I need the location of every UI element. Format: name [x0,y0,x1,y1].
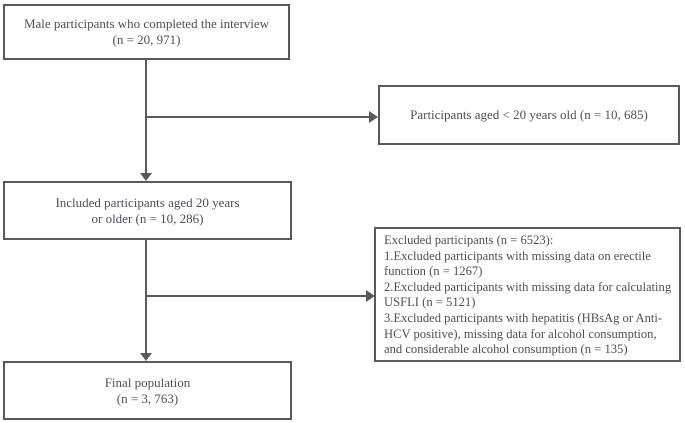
box-final-population-line2: (n = 3, 763) [116,390,179,406]
excluded-detail-line: function (n = 1267) [384,264,483,279]
box-included-population-line1: Included participants aged 20 years [55,194,240,210]
box-included-population-line2: or older (n = 10, 286) [91,210,204,226]
connector-branch-excluded-detail [146,295,367,297]
box-excluded-age: Participants aged < 20 years old (n = 10… [378,85,680,145]
excluded-detail-line: USFLI (n = 5121) [384,295,476,310]
arrowhead-right-icon [366,290,375,302]
box-initial-population: Male participants who completed the inte… [3,4,290,60]
excluded-detail-line: 1.Excluded participants with missing dat… [384,248,651,263]
box-final-population-line1: Final population [104,374,191,390]
arrowhead-down-icon [140,173,152,181]
excluded-detail-line: 2.Excluded participants with missing dat… [384,279,672,294]
arrowhead-down-icon [140,353,152,361]
box-excluded-age-label: Participants aged < 20 years old (n = 10… [410,107,648,122]
box-excluded-detail: Excluded participants (n = 6523): 1.Excl… [374,227,681,362]
excluded-detail-line: and considerable alcohol consumption (n … [384,342,628,357]
box-final-population: Final population (n = 3, 763) [3,361,292,420]
excluded-detail-line: Excluded participants (n = 6523): [384,233,554,247]
connector-branch-excluded-age [146,116,369,118]
box-included-population: Included participants aged 20 years or o… [3,181,292,240]
box-initial-population-line2: (n = 20, 971) [112,32,181,47]
connector-included-to-final [145,240,147,354]
excluded-detail-line: HCV positive), missing data for alcohol … [384,326,657,341]
arrowhead-right-icon [369,111,378,123]
excluded-detail-line: 3.Excluded participants with hepatitis (… [384,310,663,325]
box-initial-population-line1: Male participants who completed the inte… [23,16,270,31]
